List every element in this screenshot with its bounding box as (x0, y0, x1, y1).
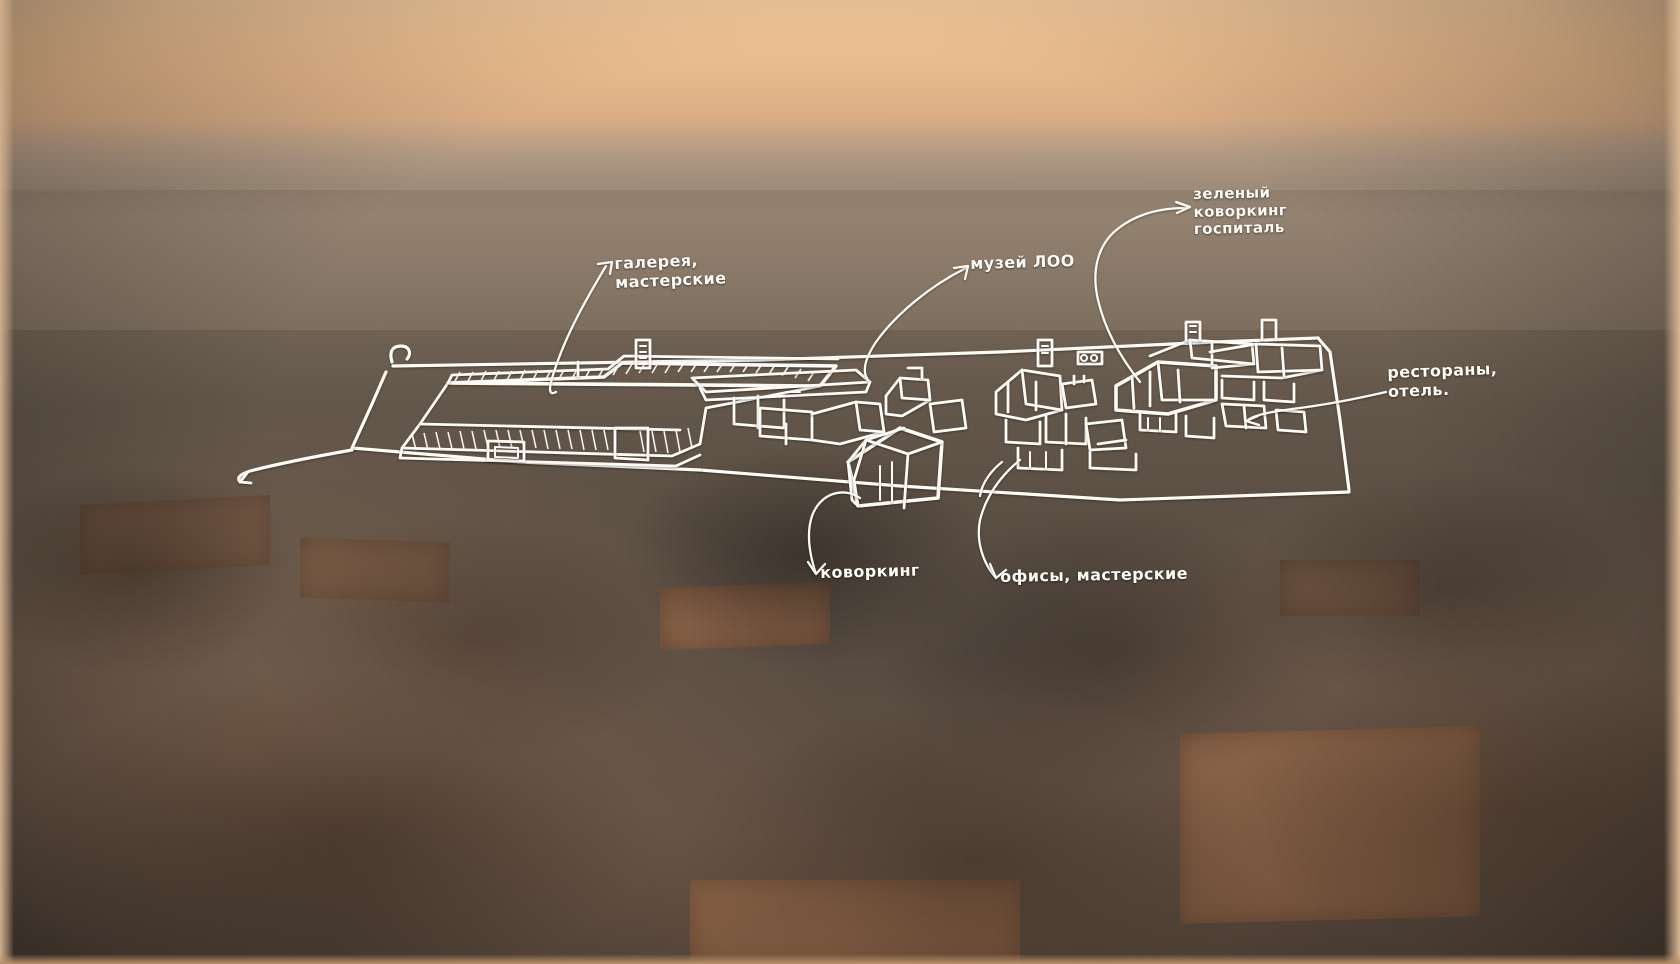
leader-lines (548, 200, 1388, 580)
paper-edge-right (1664, 0, 1680, 964)
label-green-coworking-hospital[interactable]: зеленый коворкинг госпиталь (1192, 183, 1288, 239)
label-offices-workshops[interactable]: офисы, мастерские (999, 563, 1189, 586)
massing-south-pavilion (846, 426, 944, 510)
paper-edge-bottom (0, 954, 1680, 964)
marker-post-b (1036, 338, 1054, 368)
label-museum[interactable]: музей ЛОО (969, 251, 1075, 273)
label-gallery[interactable]: галерея, мастерские (613, 250, 727, 292)
massing-east-cluster (1114, 318, 1324, 440)
massing-centre-volume (690, 366, 968, 446)
label-coworking[interactable]: коворкинг (819, 560, 920, 582)
tree-canopy-mass (0, 440, 1680, 964)
label-restaurants-hotel[interactable]: рестораны, отель. (1386, 359, 1498, 401)
site-boundary (237, 336, 1351, 502)
massing-mid-right (994, 368, 1138, 472)
marker-disc (1076, 350, 1104, 366)
massing-left-volume (398, 354, 840, 468)
marker-post-a (634, 338, 652, 370)
paper-edge-left (0, 0, 14, 964)
